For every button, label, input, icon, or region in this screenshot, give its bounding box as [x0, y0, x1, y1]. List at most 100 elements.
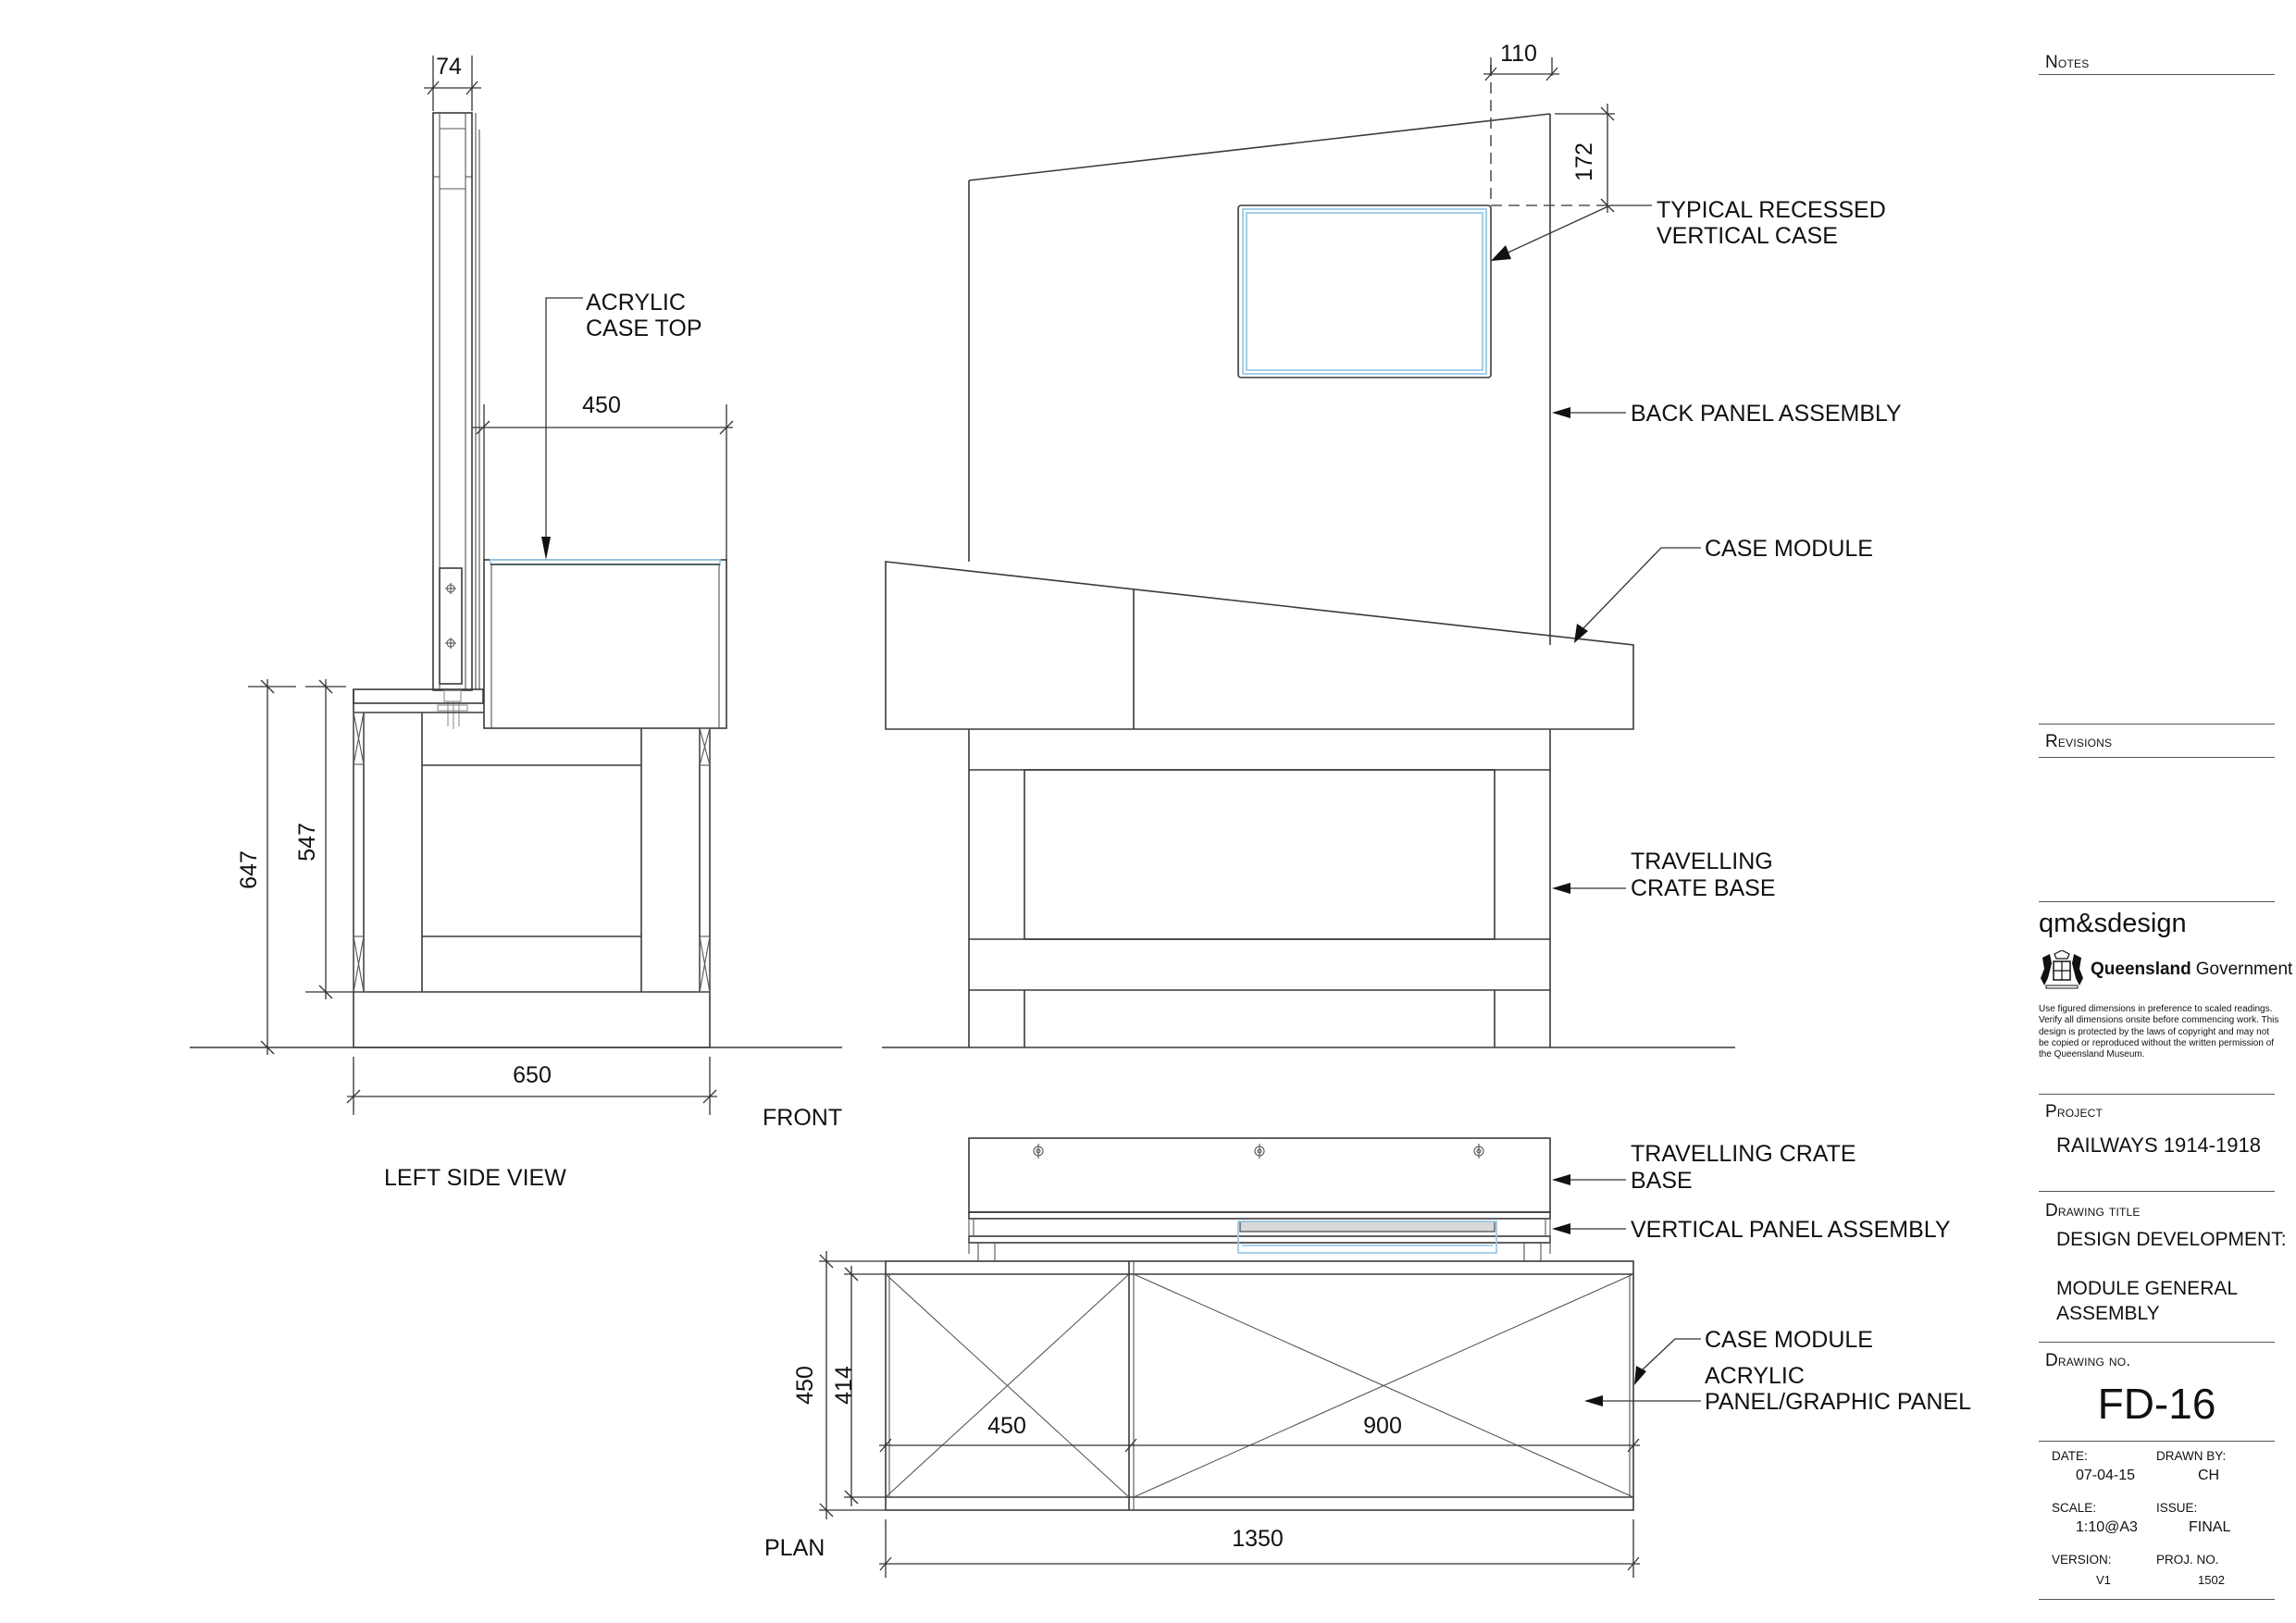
drawn-by-value: CH: [2198, 1468, 2220, 1483]
dimension-647: 647: [236, 679, 296, 1055]
bolt-icon: [445, 638, 456, 649]
label-text: CASE MODULE: [1705, 1327, 1873, 1353]
drawn-by-label: DRAWN BY:: [2156, 1449, 2227, 1463]
date-value: 07-04-15: [2076, 1468, 2136, 1483]
divider: [2039, 1094, 2275, 1095]
scale-value: 1:10@A3: [2076, 1519, 2138, 1535]
arrow-icon: [1634, 1366, 1646, 1385]
dimension-label: 650: [513, 1062, 552, 1088]
dimension-label: 74: [436, 54, 462, 80]
label-text: CASE MODULE: [1705, 536, 1873, 562]
front-back-panel: [968, 113, 1551, 645]
issue-label: ISSUE:: [2156, 1501, 2198, 1515]
fixing-bracket-icon: [437, 689, 468, 729]
callout-case-module-front: CASE MODULE: [1574, 536, 1873, 643]
dimension-label: 547: [294, 823, 320, 861]
logo-text-regular: Government: [2195, 960, 2293, 979]
recessed-vertical-case: [1237, 204, 1492, 378]
date-label: DATE:: [2052, 1449, 2088, 1463]
dimension-1350: 1350: [879, 1519, 1640, 1578]
label-text: VERTICAL CASE: [1657, 223, 1838, 249]
bolt-icon: [1033, 1144, 1044, 1158]
disclaimer-text: Use figured dimensions in preference to …: [2039, 1004, 2279, 1060]
divider: [2039, 1599, 2275, 1600]
bolt-icon: [445, 583, 456, 594]
label-text: ACRYLIC: [586, 290, 686, 316]
side-back-panel: [432, 112, 480, 729]
arrow-icon: [1552, 1223, 1570, 1234]
drawing-title-line3: ASSEMBLY: [2056, 1303, 2160, 1324]
drawing-no-heading: Drawing no.: [2045, 1351, 2131, 1370]
callout-back-panel: BACK PANEL ASSEMBLY: [1552, 401, 1902, 427]
dimension-label: 172: [1571, 142, 1597, 181]
dimension-label: 414: [831, 1366, 857, 1405]
front-crate-base: [968, 729, 1551, 1047]
arrow-icon: [1491, 245, 1511, 261]
left-side-view: 74 450 647 547: [190, 54, 842, 1191]
version-label: VERSION:: [2052, 1553, 2112, 1567]
dimension-450-side: 450: [472, 392, 734, 560]
coat-of-arms-icon: [2041, 950, 2083, 989]
arrow-icon: [541, 537, 551, 560]
divider: [2039, 901, 2275, 902]
proj-no-label: PROJ. NO.: [2156, 1553, 2219, 1567]
bolt-icon: [1254, 1144, 1265, 1158]
project-value: RAILWAYS 1914-1918: [2056, 1134, 2261, 1157]
arrow-icon: [1552, 407, 1570, 418]
label-text: TYPICAL RECESSED: [1657, 197, 1886, 223]
label-text: BASE: [1631, 1168, 1693, 1194]
label-text: CASE TOP: [586, 316, 702, 341]
view-title-plan: PLAN: [764, 1535, 825, 1561]
drawing-title-heading: Drawing title: [2045, 1201, 2141, 1220]
dimension-172: 172: [1555, 104, 1615, 213]
label-text: BACK PANEL ASSEMBLY: [1631, 401, 1902, 427]
callout-acrylic-panel-plan: ACRYLIC PANEL/GRAPHIC PANEL: [1584, 1363, 1971, 1415]
front-case-module: [885, 561, 1634, 730]
label-text: TRAVELLING: [1631, 849, 1773, 874]
issue-value: FINAL: [2189, 1519, 2231, 1535]
divider: [2039, 1342, 2275, 1343]
dimension-label: 900: [1363, 1413, 1402, 1439]
callout-crate-base-plan: TRAVELLING CRATE BASE: [1552, 1141, 1856, 1194]
arrow-icon: [1552, 883, 1570, 894]
label-text: ACRYLIC: [1705, 1363, 1805, 1389]
drawing-title-line1: DESIGN DEVELOPMENT:: [2056, 1229, 2287, 1250]
callout-case-module-plan: CASE MODULE: [1634, 1327, 1873, 1385]
divider: [2039, 1441, 2275, 1442]
dimension-label: 450: [582, 392, 621, 418]
callout-vertical-panel-plan: VERTICAL PANEL ASSEMBLY: [1552, 1217, 1951, 1243]
callout-crate-base-front: TRAVELLING CRATE BASE: [1552, 849, 1776, 901]
government-logo: Queensland Government: [2039, 950, 2292, 989]
dimension-bays: 450 900: [879, 1413, 1640, 1453]
divider: [2039, 757, 2275, 758]
drawing-title-line2: MODULE GENERAL: [2056, 1278, 2239, 1299]
label-text: CRATE BASE: [1631, 875, 1776, 901]
revisions-heading: Revisions: [2045, 732, 2113, 751]
dimension-label: 450: [987, 1413, 1026, 1439]
label-text: PANEL/GRAPHIC PANEL: [1705, 1389, 1971, 1415]
view-title-front: FRONT: [763, 1105, 842, 1131]
dimension-label: 110: [1500, 41, 1537, 67]
plan-view: 450 900 1350 450 414: [764, 1137, 1971, 1578]
plan-case-module: [885, 1260, 1634, 1511]
divider: [2039, 1191, 2275, 1192]
label-text: VERTICAL PANEL ASSEMBLY: [1631, 1217, 1951, 1243]
dimension-label: 647: [236, 850, 262, 889]
dimension-74: 74: [424, 54, 481, 111]
version-value: V1: [2096, 1573, 2111, 1587]
project-heading: Project: [2045, 1102, 2104, 1121]
plan-crate-base: [968, 1137, 1551, 1213]
plan-vertical-panel-assembly: [968, 1211, 1551, 1261]
callout-acrylic-case-top: ACRYLIC CASE TOP: [541, 290, 702, 560]
bolt-icon: [1473, 1144, 1484, 1158]
proj-no-value: 1502: [2198, 1573, 2225, 1587]
divider: [2039, 74, 2275, 75]
side-crate-base: [353, 688, 711, 1048]
company-name: qm&sdesign: [2039, 909, 2187, 938]
dimension-110: 110: [1483, 41, 1559, 81]
callout-recessed-case: TYPICAL RECESSED VERTICAL CASE: [1491, 197, 1886, 261]
logo-text-bold: Queensland: [2091, 960, 2191, 979]
notes-heading: Notes: [2045, 53, 2090, 72]
scale-label: SCALE:: [2052, 1501, 2097, 1515]
